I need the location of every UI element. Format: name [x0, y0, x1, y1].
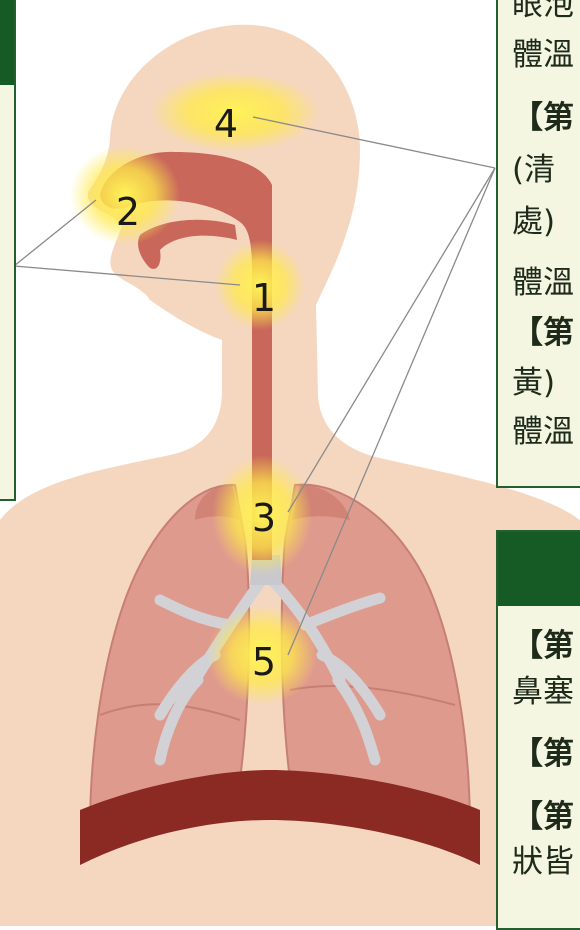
left-info-panel	[0, 0, 16, 501]
marker-2: 2	[108, 190, 148, 234]
right-info-panel-bottom: 【第 鼻塞 【第 【第 狀皆	[496, 530, 580, 930]
right-bottom-line-2: 鼻塞	[512, 672, 574, 712]
right-bottom-line-1: 【第	[512, 626, 574, 666]
right-bottom-line-5: 狀皆	[512, 842, 574, 882]
right-top-line-2: 體溫	[512, 35, 574, 75]
right-top-line-9: 體溫	[512, 412, 574, 452]
right-top-line-5: 處)	[512, 202, 555, 242]
right-bottom-panel-header	[498, 532, 580, 606]
right-top-line-7: 【第	[512, 313, 574, 353]
right-bottom-line-4: 【第	[512, 797, 574, 837]
right-info-panel-top: 眼泡 體溫 【第 (清 處) 體溫 【第 黃) 體溫	[496, 0, 580, 488]
marker-5: 5	[244, 640, 284, 684]
right-bottom-line-3: 【第	[512, 734, 574, 774]
right-top-line-4: (清	[512, 150, 555, 190]
marker-3: 3	[244, 496, 284, 540]
right-top-line-6: 體溫	[512, 263, 574, 303]
marker-4: 4	[206, 102, 246, 146]
right-top-line-3: 【第	[512, 98, 574, 138]
right-top-line-1: 眼泡	[512, 0, 574, 25]
marker-1: 1	[244, 276, 284, 320]
left-panel-header	[0, 0, 16, 85]
right-top-line-8: 黃)	[512, 363, 555, 403]
